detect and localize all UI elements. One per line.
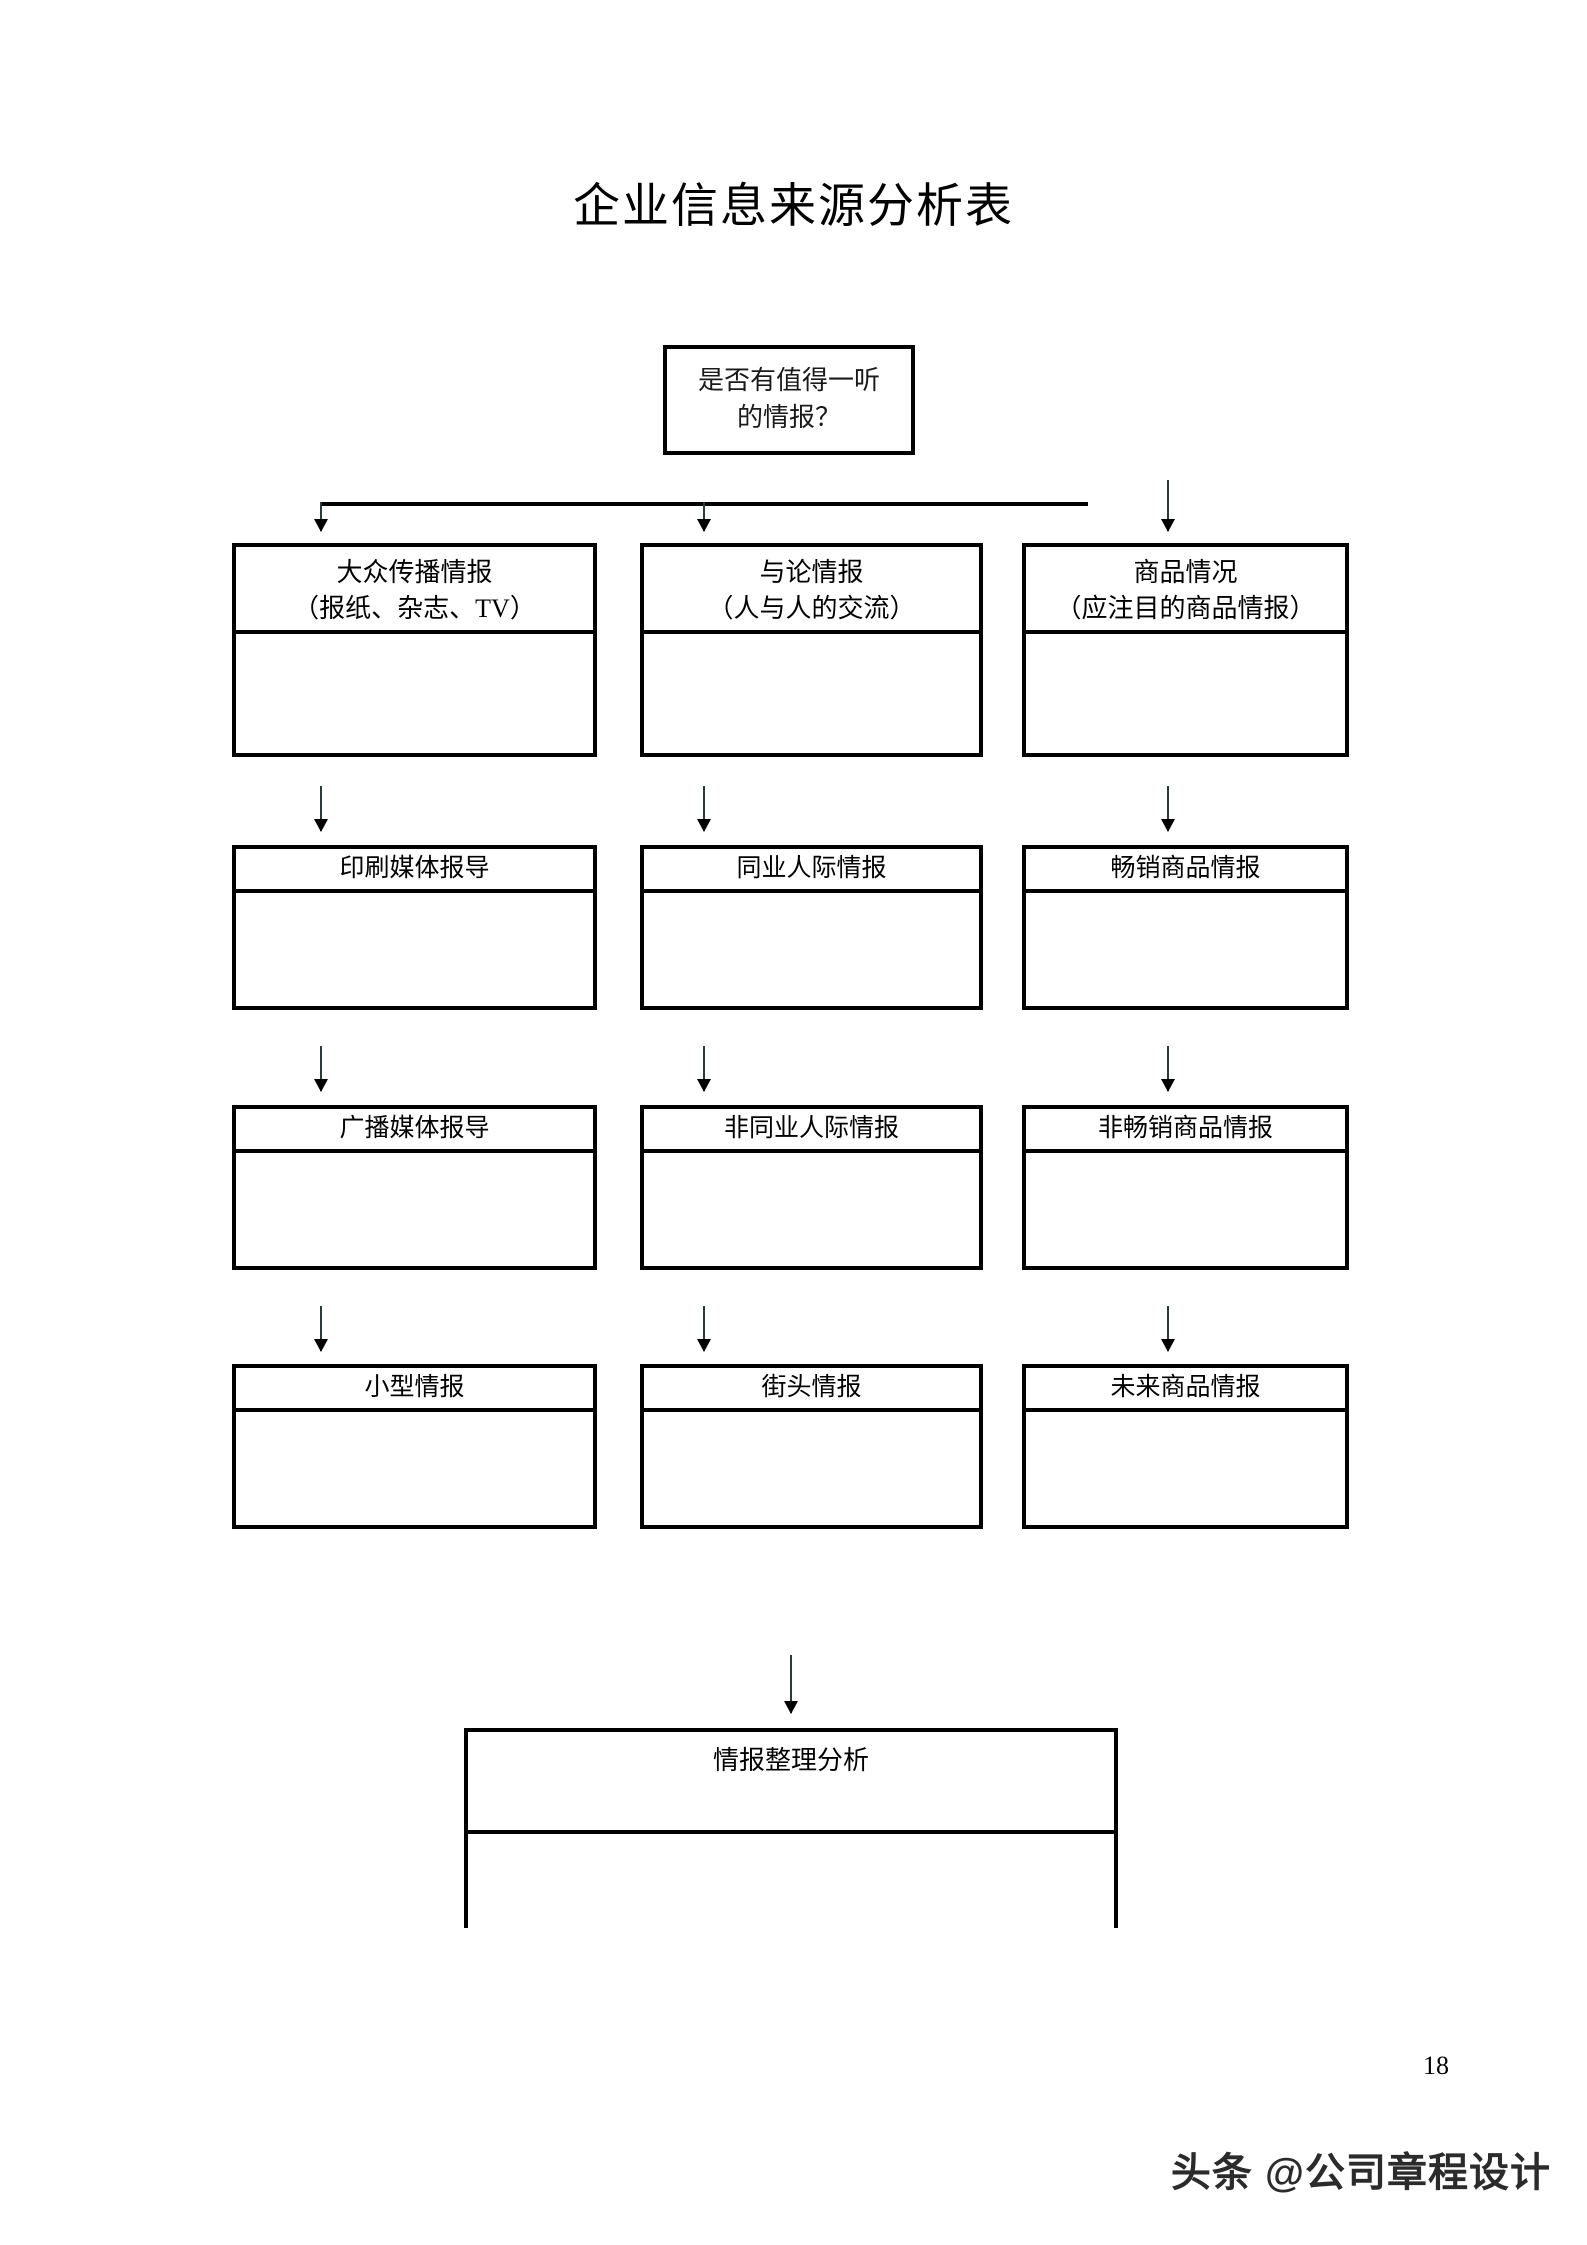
- arrow-decision-to-row1-col2: [703, 502, 705, 531]
- flow-box-row4-col2-line-1: 街头情报: [761, 1374, 862, 1401]
- summary-box-header: 情报整理分析: [468, 1732, 1114, 1834]
- flow-box-row3-col2-header: 非同业人际情报: [644, 1109, 979, 1153]
- flow-box-row3-col2: 非同业人际情报: [640, 1105, 983, 1270]
- flow-box-row1-col3-header: 商品情况 （应注目的商品情报）: [1026, 547, 1345, 634]
- flow-box-row2-col1-header: 印刷媒体报导: [236, 849, 593, 893]
- flow-box-row2-col3-line-1: 畅销商品情报: [1110, 855, 1261, 882]
- flow-box-row3-col2-writing-area[interactable]: [644, 1153, 979, 1266]
- flow-box-row4-col1: 小型情报: [232, 1364, 597, 1529]
- flow-box-row4-col2: 街头情报: [640, 1364, 983, 1529]
- flow-box-row1-col3-line-1: 商品情况: [1133, 557, 1238, 587]
- arrow-row3-to-row4-col3: [1167, 1306, 1169, 1351]
- page-number: 18: [1423, 2051, 1449, 2080]
- arrow-row3-to-row4-col2: [703, 1306, 705, 1351]
- arrow-row1-to-row2-col3: [1167, 786, 1169, 831]
- flow-box-row2-col3-header: 畅销商品情报: [1026, 849, 1345, 893]
- flow-box-row4-col1-header: 小型情报: [236, 1368, 593, 1412]
- arrow-decision-to-row1-col1: [320, 502, 322, 531]
- flow-box-row4-col3-header: 未来商品情报: [1026, 1368, 1345, 1412]
- flow-box-row3-col2-line-1: 非同业人际情报: [723, 1115, 899, 1142]
- flow-box-row4-col1-writing-area[interactable]: [236, 1412, 593, 1525]
- flow-box-row2-col1-line-1: 印刷媒体报导: [339, 855, 490, 882]
- flow-box-row3-col1-header: 广播媒体报导: [236, 1109, 593, 1153]
- flow-box-row4-col1-line-1: 小型情报: [364, 1374, 465, 1401]
- flow-box-row1-col2: 与论情报 （人与人的交流）: [640, 543, 983, 757]
- flow-box-row3-col3-writing-area[interactable]: [1026, 1153, 1345, 1266]
- flow-box-row2-col2-line-1: 同业人际情报: [736, 855, 887, 882]
- decision-box-line-1: 是否有值得一听: [697, 366, 880, 395]
- summary-box-writing-area[interactable]: [468, 1834, 1114, 1928]
- flow-box-row3-col1-line-1: 广播媒体报导: [339, 1115, 490, 1142]
- flow-box-row2-col3: 畅销商品情报: [1022, 845, 1349, 1010]
- arrow-row3-to-row4-col1: [320, 1306, 322, 1351]
- flow-box-row1-col1-header: 大众传播情报 （报纸、杂志、TV）: [236, 547, 593, 634]
- flow-box-row4-col3-writing-area[interactable]: [1026, 1412, 1345, 1525]
- summary-box-information-analysis: 情报整理分析: [464, 1728, 1118, 1928]
- flow-box-row3-col3: 非畅销商品情报: [1022, 1105, 1349, 1270]
- arrow-row4-to-summary: [790, 1655, 792, 1713]
- flow-box-row2-col2-writing-area[interactable]: [644, 893, 979, 1006]
- flow-box-row1-col3-line-2: （应注目的商品情报）: [1055, 593, 1316, 623]
- arrow-row2-to-row3-col1: [320, 1046, 322, 1091]
- flow-box-row4-col3: 未来商品情报: [1022, 1364, 1349, 1529]
- flow-box-row2-col3-writing-area[interactable]: [1026, 893, 1345, 1006]
- flow-box-row1-col2-line-1: 与论情报: [759, 557, 864, 587]
- flow-box-row4-col2-writing-area[interactable]: [644, 1412, 979, 1525]
- flow-box-row1-col1: 大众传播情报 （报纸、杂志、TV）: [232, 543, 597, 757]
- flow-box-row4-col3-line-1: 未来商品情报: [1110, 1374, 1261, 1401]
- flow-box-row1-col2-header: 与论情报 （人与人的交流）: [644, 547, 979, 634]
- page-title: 企业信息来源分析表: [573, 181, 1014, 233]
- flow-box-row1-col3-writing-area[interactable]: [1026, 634, 1345, 753]
- flow-box-row1-col2-line-2: （人与人的交流）: [707, 593, 916, 623]
- watermark: 头条 @公司章程设计: [1171, 2140, 1551, 2198]
- arrow-row2-to-row3-col3: [1167, 1046, 1169, 1091]
- flow-box-row1-col1-writing-area[interactable]: [236, 634, 593, 753]
- flow-box-row3-col1-writing-area[interactable]: [236, 1153, 593, 1266]
- flow-box-row2-col2-header: 同业人际情报: [644, 849, 979, 893]
- arrow-row1-to-row2-col2: [703, 786, 705, 831]
- decision-box-worth-listening: 是否有值得一听 的情报？: [663, 345, 915, 455]
- flow-box-row1-col2-writing-area[interactable]: [644, 634, 979, 753]
- flow-box-row3-col1: 广播媒体报导: [232, 1105, 597, 1270]
- flow-box-row3-col3-line-1: 非畅销商品情报: [1097, 1115, 1273, 1142]
- summary-box-line-1: 情报整理分析: [712, 1746, 869, 1775]
- flow-box-row1-col1-line-2: （报纸、杂志、TV）: [293, 593, 536, 623]
- flow-box-row2-col1: 印刷媒体报导: [232, 845, 597, 1010]
- flow-box-row4-col2-header: 街头情报: [644, 1368, 979, 1412]
- decision-box-line-2: 的情报？: [736, 402, 841, 432]
- flow-box-row2-col2: 同业人际情报: [640, 845, 983, 1010]
- flow-box-row3-col3-header: 非畅销商品情报: [1026, 1109, 1345, 1153]
- watermark-text: 头条 @公司章程设计: [1170, 2151, 1551, 2195]
- arrow-row2-to-row3-col2: [703, 1046, 705, 1091]
- flow-box-row1-col3: 商品情况 （应注目的商品情报）: [1022, 543, 1349, 757]
- flow-box-row1-col1-line-1: 大众传播情报: [336, 557, 493, 587]
- arrow-decision-to-row1-col3: [1167, 480, 1169, 531]
- flow-box-row2-col1-writing-area[interactable]: [236, 893, 593, 1006]
- arrow-row1-to-row2-col1: [320, 786, 322, 831]
